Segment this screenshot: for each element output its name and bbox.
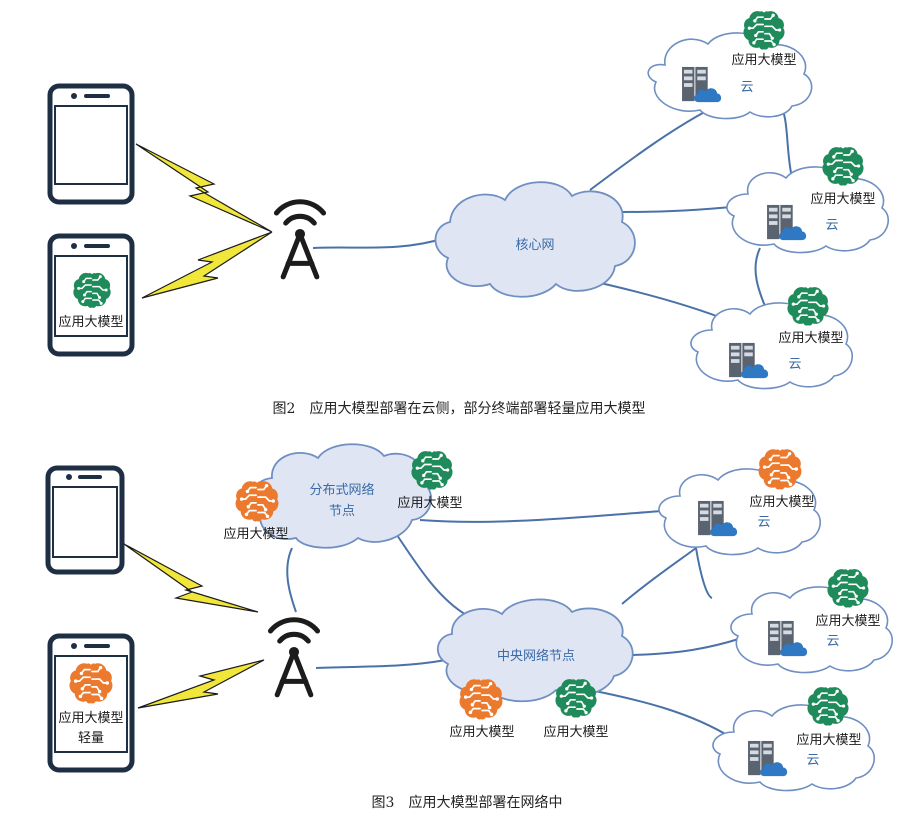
phone-terminal-1 bbox=[45, 465, 125, 575]
phone-model-label: 应用大模型 bbox=[58, 314, 123, 330]
brain-icon bbox=[757, 448, 803, 491]
model-label: 应用大模型 bbox=[449, 724, 514, 740]
model-label: 应用大模型 bbox=[810, 191, 875, 207]
distributed-node-cloud: 分布式网络 节点 应用大模型 应用大模型 bbox=[223, 443, 463, 549]
brain-icon bbox=[742, 10, 786, 51]
phone-terminal-2: 应用大模型 轻量 bbox=[47, 633, 135, 773]
distributed-node-sublabel: 节点 bbox=[329, 504, 355, 519]
lightning-bolts bbox=[135, 143, 273, 299]
cloud-label: 云 bbox=[806, 753, 819, 768]
brain-icon bbox=[410, 450, 454, 491]
core-network-cloud: 核心网 bbox=[434, 181, 636, 298]
core-network-label: 核心网 bbox=[515, 238, 554, 253]
antenna-tower-icon bbox=[270, 620, 317, 695]
cloud-site-1: 云 应用大模型 bbox=[647, 10, 813, 120]
cloud-site-2: 云 应用大模型 bbox=[726, 146, 890, 254]
central-node-label: 中央网络节点 bbox=[497, 648, 575, 664]
model-label: 应用大模型 bbox=[397, 495, 462, 511]
network-links bbox=[286, 509, 743, 739]
cloud-site-3: 云 应用大模型 bbox=[712, 686, 876, 792]
model-label: 应用大模型 bbox=[815, 613, 880, 629]
brain-icon bbox=[554, 678, 598, 719]
model-label: 应用大模型 bbox=[543, 724, 608, 740]
model-label: 应用大模型 bbox=[796, 732, 861, 748]
cloud-label: 云 bbox=[826, 634, 839, 649]
model-label: 应用大模型 bbox=[749, 494, 814, 510]
antenna-tower-icon bbox=[276, 202, 323, 277]
figure-3: 应用大模型 轻量 分布式网络 节点 应用大模型 应用大模型 中央网络节点 应用大… bbox=[45, 443, 894, 811]
figure-2-caption: 图2 应用大模型部署在云侧，部分终端部署轻量应用大模型 bbox=[273, 400, 646, 417]
brain-icon bbox=[234, 480, 280, 523]
figure-2: 应用大模型 核心网 云 应用大模型 云 应用大模型 bbox=[47, 10, 890, 417]
cloud-site-2: 云 应用大模型 bbox=[730, 568, 894, 674]
cloud-label: 云 bbox=[825, 218, 838, 233]
lightning-bolts bbox=[123, 543, 265, 709]
brain-icon bbox=[826, 568, 870, 609]
network-links bbox=[312, 97, 793, 323]
cloud-site-3: 云 应用大模型 bbox=[690, 286, 854, 390]
central-node-cloud: 中央网络节点 应用大模型 应用大模型 bbox=[437, 598, 634, 740]
figure-3-caption: 图3 应用大模型部署在网络中 bbox=[372, 794, 563, 811]
cloud-label: 云 bbox=[788, 357, 801, 372]
cloud-label: 云 bbox=[740, 80, 753, 95]
distributed-node-label: 分布式网络 bbox=[309, 482, 374, 498]
phone-model-label: 应用大模型 bbox=[58, 710, 123, 726]
phone-terminal-2: 应用大模型 bbox=[47, 233, 135, 357]
model-label: 应用大模型 bbox=[778, 330, 843, 346]
brain-icon bbox=[68, 662, 114, 705]
brain-icon bbox=[821, 146, 865, 187]
cloud-label: 云 bbox=[757, 515, 770, 530]
brain-icon bbox=[806, 686, 850, 727]
phone-terminal-1 bbox=[47, 83, 135, 205]
cloud-site-1: 云 应用大模型 bbox=[658, 448, 822, 556]
brain-icon bbox=[72, 272, 112, 309]
model-label: 应用大模型 bbox=[223, 526, 288, 542]
model-label: 应用大模型 bbox=[731, 52, 796, 68]
brain-icon bbox=[786, 286, 830, 327]
phone-model-sublabel: 轻量 bbox=[78, 731, 104, 746]
brain-icon bbox=[458, 678, 504, 721]
